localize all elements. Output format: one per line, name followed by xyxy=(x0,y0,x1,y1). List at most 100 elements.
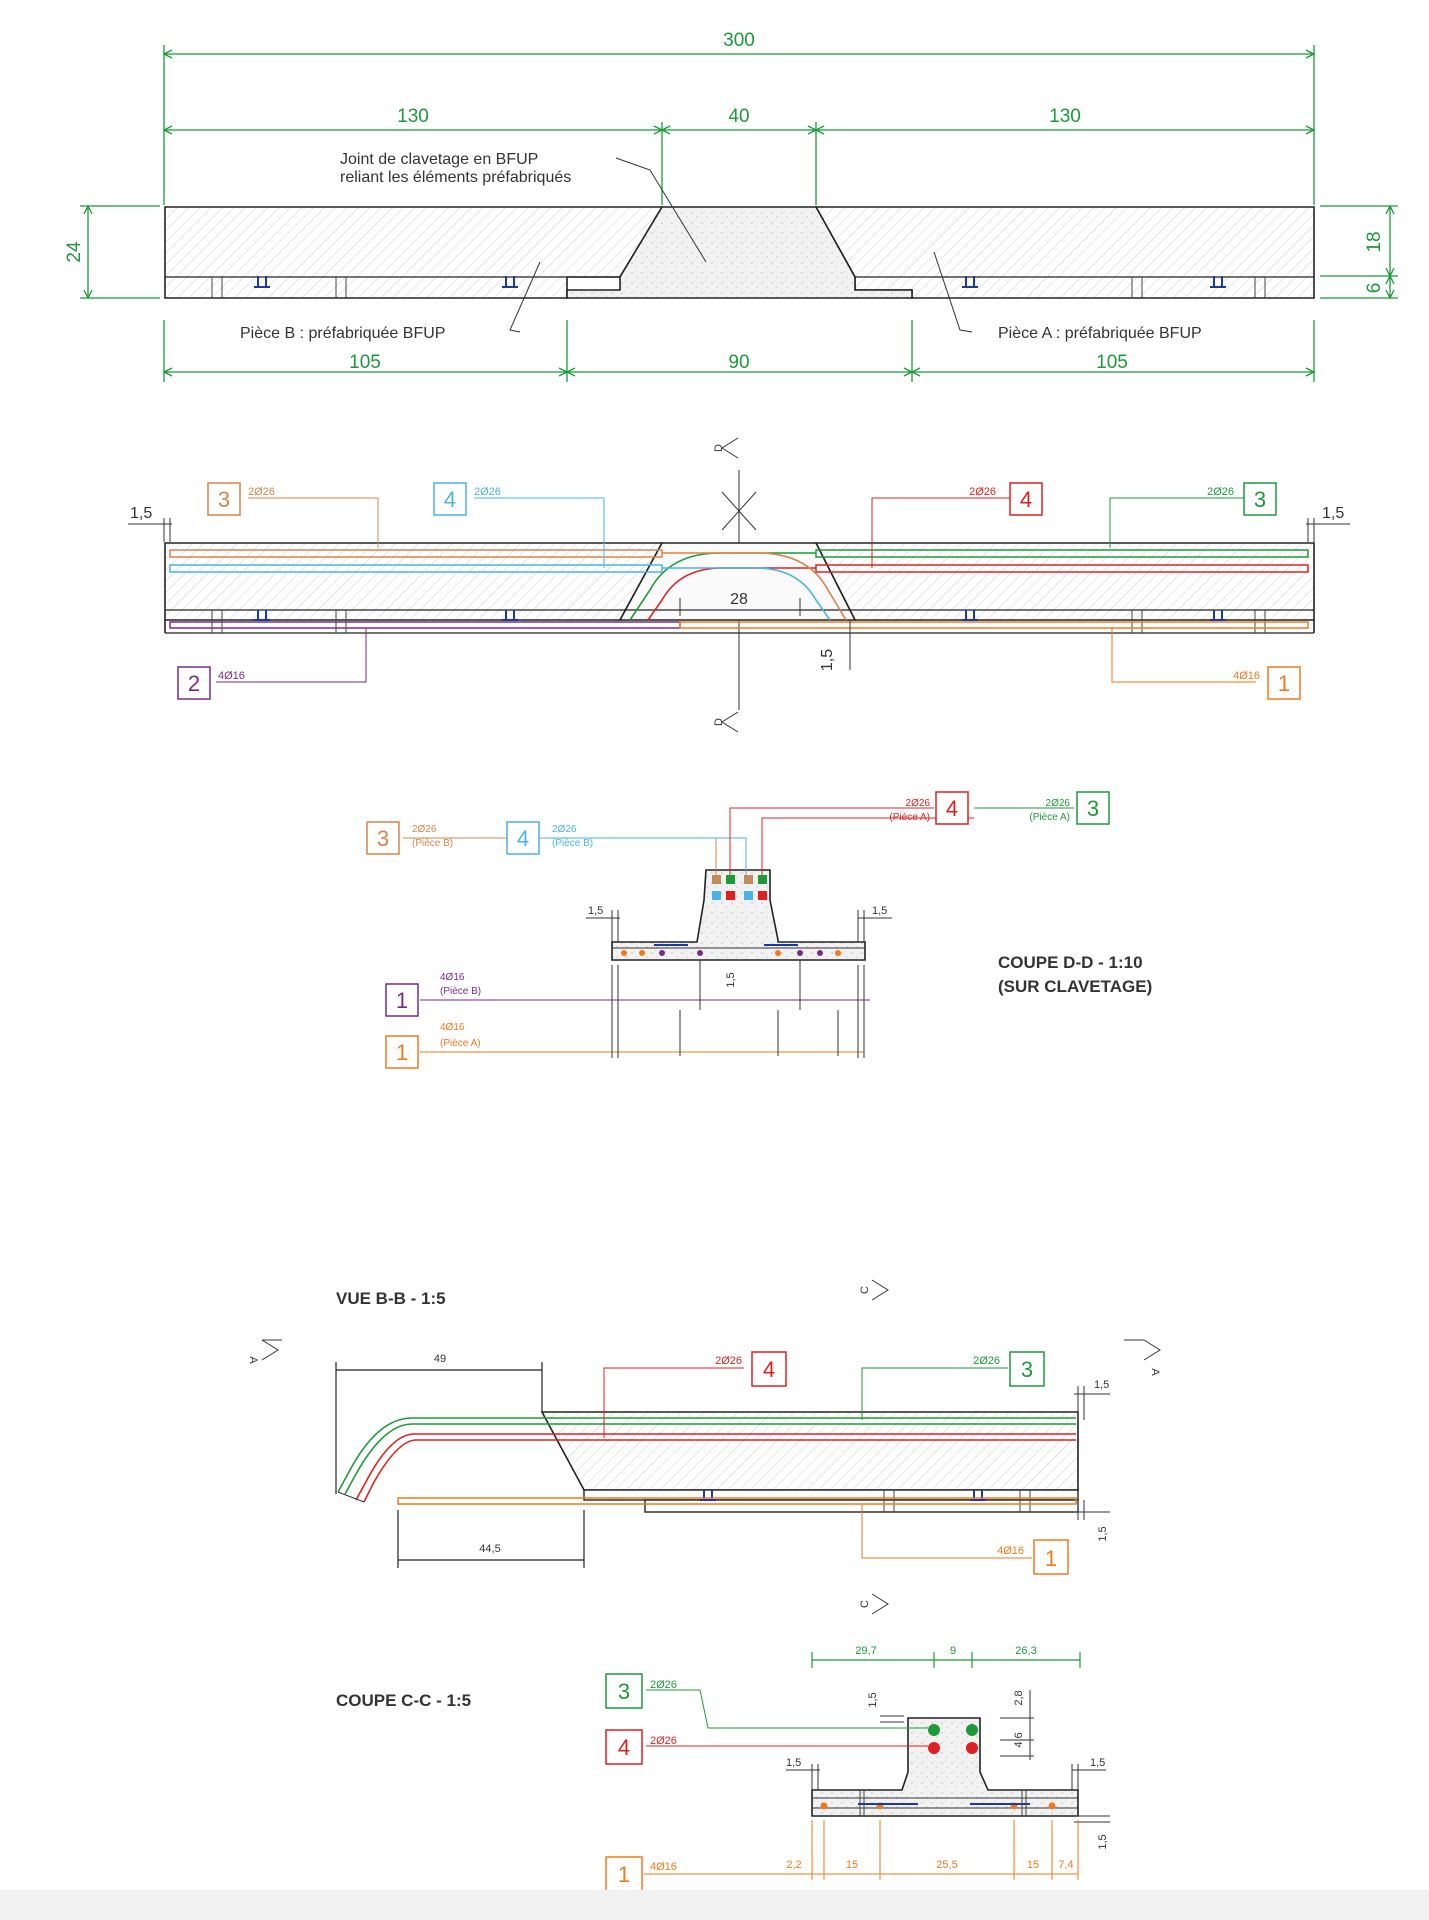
dd-bar-3a-mark: 3 xyxy=(1087,796,1099,821)
cc-bar-4-spec: 2Ø26 xyxy=(650,1735,677,1747)
cc-bar-3-spec: 2Ø26 xyxy=(650,1679,677,1691)
cc-cover-left: 1,5 xyxy=(786,1757,801,1769)
bb-bar-1-mark: 1 xyxy=(1045,1546,1057,1571)
dim-300: 300 xyxy=(723,30,755,51)
dd-bar-3a-piece: (Pièce A) xyxy=(1029,812,1070,823)
bar-1-spec: 4Ø16 xyxy=(1233,670,1260,682)
bar-3a-spec: 2Ø26 xyxy=(1207,486,1234,498)
cover-left: 1,5 xyxy=(130,505,152,522)
cc-bottom-22: 2,2 xyxy=(786,1859,801,1871)
cc-bar-4-mark: 4 xyxy=(618,1735,630,1760)
dd-bar-4b-piece: (Pièce B) xyxy=(552,838,593,849)
top-dimension-lines xyxy=(80,45,1398,382)
bb-dim-49: 49 xyxy=(434,1353,446,1365)
top-view: 300 130 40 130 105 90 105 24 18 6 xyxy=(64,30,1398,382)
dd-bar-1b-spec: 4Ø16 xyxy=(440,972,465,983)
joint-label-2: reliant les éléments préfabriqués xyxy=(340,169,571,186)
bar-4b-spec: 2Ø26 xyxy=(474,486,501,498)
dim-90: 90 xyxy=(728,352,749,373)
dim-24: 24 xyxy=(64,241,85,263)
vue-bb-title: VUE B-B - 1:5 xyxy=(336,1289,446,1308)
dd-bar-3b-spec: 2Ø26 xyxy=(412,824,437,835)
dd-bar-3a-spec: 2Ø26 xyxy=(1046,798,1071,809)
bb-bar-3-spec: 2Ø26 xyxy=(973,1355,1000,1367)
coupe-cc: COUPE C-C - 1:5 29,7 9 26,3 1,5 2 xyxy=(336,1645,1110,1892)
dim-1-5-elev: 1,5 xyxy=(819,649,836,671)
cc-bar-3-mark: 3 xyxy=(618,1679,630,1704)
section-mark-d-top: D xyxy=(713,444,725,452)
cc-dim-297: 29,7 xyxy=(855,1645,876,1657)
bar-1-mark: 1 xyxy=(1278,671,1290,696)
cc-bottom-15a: 15 xyxy=(846,1859,858,1871)
page-footer-strip xyxy=(0,1890,1429,1920)
bar-4-spec: 2Ø26 xyxy=(969,486,996,498)
dd-cover-left: 1,5 xyxy=(588,905,603,917)
dim-6: 6 xyxy=(1364,283,1385,294)
bb-mark-a-right: A xyxy=(1149,1368,1161,1376)
bar-2-mark: 2 xyxy=(188,671,200,696)
vue-bb: VUE B-B - 1:5 C C A A xyxy=(247,1279,1161,1615)
cc-side-15: 1,5 xyxy=(867,1692,879,1707)
joint-label-1: Joint de clavetage en BFUP xyxy=(340,151,538,168)
cc-bar-1-spec: 4Ø16 xyxy=(650,1861,677,1873)
bb-dim-445: 44,5 xyxy=(479,1543,500,1555)
dd-bar-3b-piece: (Pièce B) xyxy=(412,838,453,849)
dd-bar-4b-spec: 2Ø26 xyxy=(552,824,577,835)
dd-bar-1b-piece: (Pièce B) xyxy=(440,986,481,997)
bar-2-spec: 4Ø16 xyxy=(218,670,245,682)
dd-bar-3b-mark: 3 xyxy=(377,826,389,851)
dim-18: 18 xyxy=(1364,231,1385,252)
bb-bar-4-mark: 4 xyxy=(763,1357,775,1382)
dd-bar-4a-spec: 2Ø26 xyxy=(906,798,931,809)
piece-b-label: Pièce B : préfabriquée BFUP xyxy=(240,325,445,342)
cc-bottom-255: 25,5 xyxy=(936,1859,957,1871)
bb-bar-4-spec: 2Ø26 xyxy=(715,1355,742,1367)
bb-bar-1-spec: 4Ø16 xyxy=(997,1545,1024,1557)
beam-top-body xyxy=(164,206,1315,299)
dd-cover-bottom: 1,5 xyxy=(725,972,737,987)
elevation-view: D D xyxy=(128,437,1350,733)
dim-105-left: 105 xyxy=(349,352,381,373)
bar-4-mark: 4 xyxy=(1020,487,1032,512)
bar-3a-mark: 3 xyxy=(1254,487,1266,512)
cc-bar-1-mark: 1 xyxy=(618,1862,630,1887)
dd-bar-4a-piece: (Pièce A) xyxy=(889,812,930,823)
dd-bar-1b-mark: 1 xyxy=(396,988,408,1013)
piece-a-label: Pièce A : préfabriquée BFUP xyxy=(998,325,1202,342)
dd-bar-1a-spec: 4Ø16 xyxy=(440,1022,465,1033)
bar-3-mark: 3 xyxy=(218,487,230,512)
dim-105-right: 105 xyxy=(1096,352,1128,373)
cover-right: 1,5 xyxy=(1322,505,1344,522)
bar-3-spec: 2Ø26 xyxy=(248,486,275,498)
bb-cover-top: 1,5 xyxy=(1094,1379,1109,1391)
cc-cover-right: 1,5 xyxy=(1090,1757,1105,1769)
coupe-dd: 1,5 1,5 1,5 3 2Ø26 (Pièce B) 4 2Ø26 (Piè… xyxy=(366,791,1152,1069)
dd-bar-4a-mark: 4 xyxy=(946,796,958,821)
coupe-dd-title: COUPE D-D - 1:10 xyxy=(998,953,1143,972)
cc-side-46: 4,6 xyxy=(1013,1732,1025,1747)
coupe-cc-title: COUPE C-C - 1:5 xyxy=(336,1691,471,1710)
coupe-dd-subtitle: (SUR CLAVETAGE) xyxy=(998,977,1152,996)
cc-bottom-74: 7,4 xyxy=(1058,1859,1073,1871)
dim-40: 40 xyxy=(728,106,749,127)
dd-cover-right: 1,5 xyxy=(872,905,887,917)
cc-cover-bottom: 1,5 xyxy=(1097,1834,1109,1849)
cc-bottom-15b: 15 xyxy=(1027,1859,1039,1871)
bb-cover-bottom: 1,5 xyxy=(1097,1526,1109,1541)
bb-mark-a-left: A xyxy=(247,1356,259,1364)
dim-130-left: 130 xyxy=(397,106,429,127)
dim-28: 28 xyxy=(730,591,748,608)
dd-bar-1a-mark: 1 xyxy=(396,1040,408,1065)
bb-bar-3-mark: 3 xyxy=(1021,1357,1033,1382)
cc-side-28: 2,8 xyxy=(1013,1690,1025,1705)
cc-dim-9: 9 xyxy=(950,1645,956,1657)
dd-bar-1a-piece: (Pièce A) xyxy=(440,1038,481,1049)
dd-bar-4b-mark: 4 xyxy=(517,826,529,851)
cc-dim-263: 26,3 xyxy=(1015,1645,1036,1657)
bar-4b-mark: 4 xyxy=(444,487,456,512)
bb-mark-c-top: C xyxy=(859,1286,871,1294)
section-mark-d-bottom: D xyxy=(713,718,725,726)
dim-130-right: 130 xyxy=(1049,106,1081,127)
bb-mark-c-bottom: C xyxy=(859,1600,871,1608)
